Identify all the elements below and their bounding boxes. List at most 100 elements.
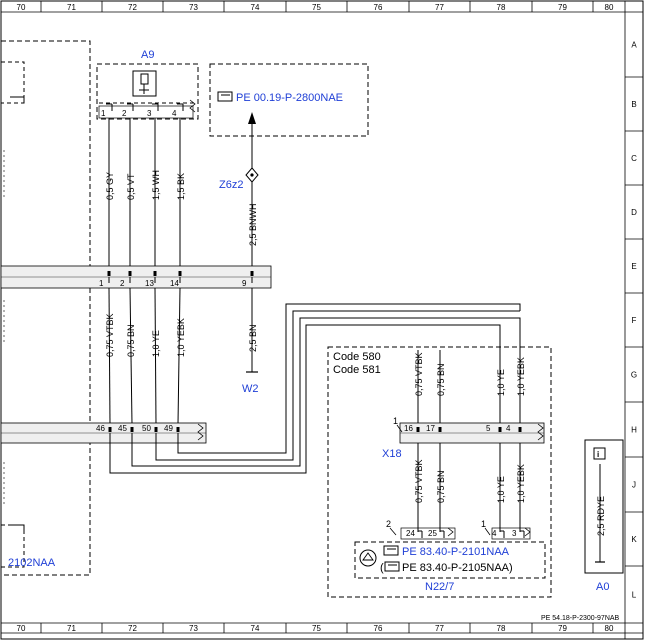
x18-lead: 1 bbox=[393, 416, 398, 426]
pe-n22-hand-icon-1 bbox=[383, 545, 399, 556]
n22-lead-a: 2 bbox=[386, 519, 391, 529]
code-581: Code 581 bbox=[333, 364, 381, 376]
n22-pin-block-b bbox=[491, 527, 531, 540]
mid-wire bbox=[154, 287, 157, 425]
w2-wire-label: 2,5 BN bbox=[248, 324, 258, 352]
x18-pin-contact bbox=[518, 427, 522, 432]
row-label: G bbox=[631, 371, 637, 380]
x18-pin-number: 16 bbox=[404, 424, 413, 433]
left-inner-connector-2 bbox=[10, 524, 25, 531]
low-pin-number: 46 bbox=[96, 424, 105, 433]
column-label-bottom: 74 bbox=[251, 624, 260, 633]
n22-module-icon bbox=[359, 549, 377, 567]
column-ticks bbox=[40, 1, 594, 633]
row-label: L bbox=[632, 591, 637, 600]
code-box bbox=[327, 346, 552, 598]
column-label-top: 74 bbox=[251, 3, 260, 12]
pe-a9-ref[interactable]: PE 00.19-P-2800NAE bbox=[236, 92, 343, 104]
pe-ref-hand-icon bbox=[217, 91, 233, 102]
code-top-wire-label: 0,75 BN bbox=[436, 363, 446, 396]
pe-n22-hand-icon-2 bbox=[384, 561, 400, 572]
info-icon bbox=[593, 447, 606, 460]
code-top-wires: 0,75 VTBK 0,75 BN 1,0 YE 1,0 YEBK bbox=[414, 325, 526, 424]
a9-pin-number: 4 bbox=[172, 109, 177, 118]
code-bottom-wire-label: 1,0 YE bbox=[496, 476, 506, 503]
mid-pin-contact bbox=[107, 271, 111, 276]
mid-wire bbox=[108, 287, 111, 425]
n22-pin-number: 3 bbox=[512, 529, 517, 538]
mid-pin-number: 9 bbox=[242, 279, 247, 288]
mid-pin-contact bbox=[250, 271, 254, 276]
n22-label[interactable]: N22/7 bbox=[425, 581, 454, 593]
code-bottom-wire-label: 1,0 YEBK bbox=[516, 464, 526, 503]
code-580: Code 580 bbox=[333, 351, 381, 363]
code-bottom-wire-label: 0,75 VTBK bbox=[414, 459, 424, 503]
n22-break-mark bbox=[447, 527, 454, 537]
a9-wire-label: 1,5 WH bbox=[151, 170, 161, 200]
row-label: C bbox=[631, 154, 637, 163]
n22-pin-block-a bbox=[400, 527, 456, 540]
column-label-bottom: 77 bbox=[435, 624, 444, 633]
mid-pin-contact bbox=[178, 271, 182, 276]
low-pin-contact bbox=[108, 427, 112, 432]
w2-label[interactable]: W2 bbox=[242, 383, 259, 395]
low-pin-contact bbox=[130, 427, 134, 432]
n22-box bbox=[354, 541, 546, 579]
row-label: F bbox=[632, 316, 637, 325]
row-label: J bbox=[632, 481, 636, 490]
x18-pin-number: 5 bbox=[486, 424, 491, 433]
z6z2-wire-label: 2,5 BNWH bbox=[248, 203, 258, 246]
a9-label[interactable]: A9 bbox=[141, 49, 154, 61]
column-label-bottom: 73 bbox=[189, 624, 198, 633]
pe-n22-ref-1[interactable]: PE 83.40-P-2101NAA bbox=[402, 546, 510, 558]
a9-pin-number: 1 bbox=[101, 109, 106, 118]
mid-pin-number: 14 bbox=[170, 279, 179, 288]
low-pin-contact bbox=[176, 427, 180, 432]
x18-pin-number: 4 bbox=[506, 424, 511, 433]
x18-label[interactable]: X18 bbox=[382, 448, 402, 460]
column-label-bottom: 71 bbox=[67, 624, 76, 633]
row-ticks bbox=[625, 76, 643, 567]
pe-left-ref[interactable]: 2102NAA bbox=[8, 557, 56, 569]
code-top-wire-label: 1,0 YE bbox=[496, 369, 506, 396]
mid-wire bbox=[177, 287, 181, 425]
mid-wire-label: 1,0 YE bbox=[151, 330, 161, 357]
column-label-top: 70 bbox=[17, 3, 26, 12]
left-inner-box-2 bbox=[1, 524, 25, 568]
code-top-wire-label: 1,0 YEBK bbox=[516, 357, 526, 396]
code-bottom-wire-label: 0,75 BN bbox=[436, 470, 446, 503]
column-label-bottom: 75 bbox=[312, 624, 321, 633]
column-label-bottom: 70 bbox=[17, 624, 26, 633]
row-label: D bbox=[631, 208, 637, 217]
a9-box bbox=[96, 63, 199, 120]
z6z2-label[interactable]: Z6z2 bbox=[219, 179, 243, 191]
mid-pin-number: 2 bbox=[120, 279, 125, 288]
low-pin-number: 50 bbox=[142, 424, 151, 433]
column-label-top: 76 bbox=[374, 3, 383, 12]
code-top-wire-label: 0,75 VTBK bbox=[414, 352, 424, 396]
a0-label[interactable]: A0 bbox=[596, 581, 609, 593]
mid-wire-label: 0,75 VTBK bbox=[105, 313, 115, 357]
a0-wire-label: 2,5 RDYE bbox=[596, 496, 606, 536]
pe-n22-paren: ( bbox=[380, 562, 384, 574]
pe-n22-ref-2[interactable]: PE 83.40-P-2105NAA) bbox=[402, 562, 513, 574]
column-label-bottom: 76 bbox=[374, 624, 383, 633]
mid-wire-label: 0,75 BN bbox=[126, 324, 136, 357]
left-inner-box-1 bbox=[1, 61, 25, 104]
column-label-top: 72 bbox=[128, 3, 137, 12]
low-pin-contact bbox=[154, 427, 158, 432]
column-label-bottom: 79 bbox=[558, 624, 567, 633]
footer-ref: PE 54.18-P-2300-97NAB bbox=[541, 615, 620, 622]
left-component-box bbox=[1, 40, 91, 576]
x18-pin-contact bbox=[416, 427, 420, 432]
